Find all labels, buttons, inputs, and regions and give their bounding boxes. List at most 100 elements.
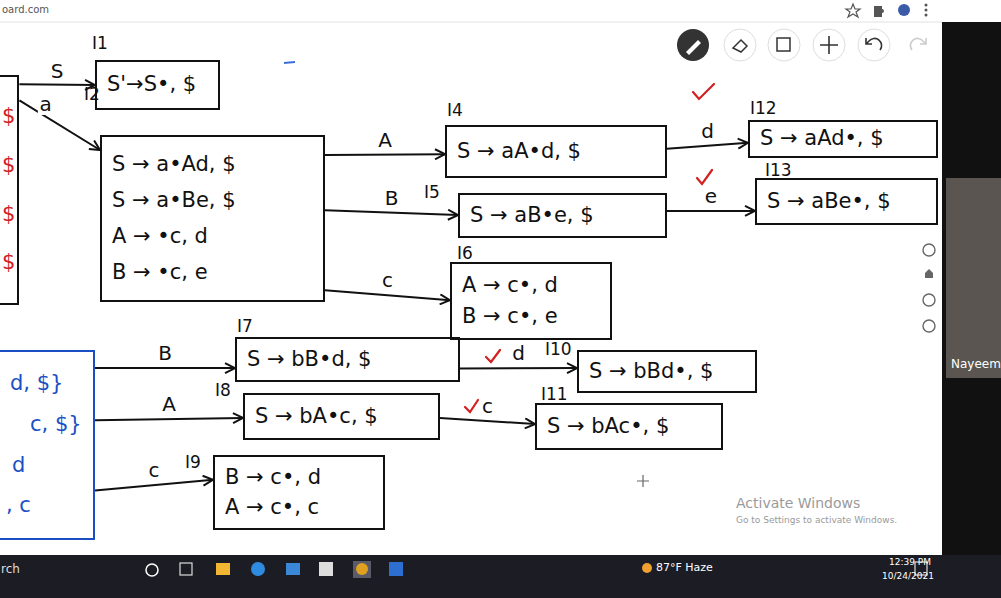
- pen-tool: [677, 29, 709, 61]
- transition-arrow: [95, 418, 243, 420]
- state-number: I2: [84, 85, 100, 104]
- transition-arrow: [325, 153, 445, 156]
- move-tool: [813, 29, 845, 61]
- lr-item: B → c•, e: [462, 304, 600, 329]
- bar-divider: [0, 22, 942, 23]
- lr-item: S → a•Ad, $: [112, 152, 313, 177]
- lr-item: S → bB•d, $: [247, 347, 448, 372]
- transition-symbol: S: [49, 60, 66, 82]
- move-glyph: [820, 36, 838, 54]
- transition-symbol: e: [703, 185, 719, 207]
- state-box: I9B → c•, dA → c•, c: [213, 455, 385, 530]
- check-mark: [693, 84, 714, 99]
- state-box: I5S → aB•e, $: [458, 193, 667, 238]
- state-number: I1: [92, 34, 108, 53]
- state-number: I9: [185, 453, 201, 472]
- active-app-bg: [353, 561, 371, 578]
- redo-glyph: [910, 38, 926, 50]
- lr-item: A → •c, d: [112, 224, 313, 249]
- zoom-controls: [923, 244, 935, 332]
- state-number: I10: [545, 340, 572, 359]
- taskbar: [0, 555, 1001, 598]
- edge-icon: [251, 562, 265, 576]
- lr-item: A → c•, d: [462, 273, 600, 298]
- lr-item: S → aAd•, $: [760, 126, 926, 151]
- start-search-icon: [146, 564, 158, 576]
- lr-item: $: [0, 250, 15, 275]
- state-number: I6: [457, 244, 473, 263]
- transition-symbol: d: [699, 120, 716, 142]
- home-icon: [925, 269, 933, 278]
- transition-symbol: B: [156, 342, 174, 364]
- transition-symbol: A: [160, 393, 178, 415]
- transition-arrow: [440, 418, 535, 424]
- transition-symbol: d: [510, 342, 527, 364]
- state-box: I11S → bAc•, $: [535, 403, 723, 450]
- video-thumbnail: [946, 178, 1001, 378]
- lr-item: S → bA•c, $: [255, 404, 428, 429]
- state-box: I13S → aBe•, $: [755, 178, 938, 225]
- weather-text: 87°F Haze: [656, 562, 713, 575]
- clock-time: 12:39 PM: [889, 557, 931, 567]
- browser-bar: [0, 0, 1001, 22]
- chrome-icon: [356, 563, 368, 575]
- undo-tool: [858, 29, 890, 61]
- menu-dot: [925, 4, 928, 7]
- star-icon: [846, 4, 860, 17]
- lr-item: B → c•, d: [225, 465, 373, 490]
- transition-arrow: [667, 210, 755, 212]
- lr-item: S → aA•d, $: [457, 139, 655, 164]
- state-number: I13: [765, 161, 792, 180]
- lr-item: B → •c, e: [112, 260, 313, 285]
- avatar-icon: [898, 4, 910, 16]
- pen-stroke: [284, 62, 295, 63]
- transition-symbol: A: [376, 129, 394, 151]
- participant-name: Nayeem: [951, 358, 1001, 372]
- transition-arrow: [325, 210, 458, 215]
- lr-item: $: [0, 202, 15, 227]
- state-number: I4: [447, 101, 463, 120]
- weather-icon: [642, 563, 652, 573]
- extension-icon: [874, 6, 884, 17]
- eraser-tool: [724, 29, 756, 61]
- zoom-out-icon: [923, 320, 935, 332]
- watermark: Activate Windows: [736, 495, 860, 511]
- transition-arrow: [95, 367, 235, 369]
- lr-item: $: [0, 104, 15, 129]
- menu-dot: [925, 14, 928, 17]
- state-box: I6A → c•, dB → c•, e: [450, 262, 612, 340]
- state-number: I8: [215, 381, 231, 400]
- transition-arrow: [19, 83, 95, 86]
- mail-icon: [286, 563, 300, 575]
- transition-arrow: [460, 367, 577, 369]
- url-text: oard.com: [2, 4, 49, 16]
- state-box: I10S → bBd•, $: [577, 350, 757, 393]
- side-panel: [942, 22, 1001, 555]
- select-tool: [768, 29, 800, 61]
- search-text: rch: [1, 563, 20, 577]
- lr-item: S → aB•e, $: [470, 203, 655, 228]
- pen-glyph: [686, 40, 701, 55]
- fit-icon: [923, 294, 935, 306]
- clock-date: 10/24/2021: [882, 571, 934, 581]
- state-box: I2S → a•Ad, $S → a•Be, $A → •c, dB → •c,…: [100, 135, 325, 302]
- cursor-cross: [637, 475, 649, 487]
- lr-item: c, $}: [0, 412, 89, 437]
- menu-dot: [925, 9, 928, 12]
- transition-arrow: [325, 290, 450, 300]
- state-box: I8S → bA•c, $: [243, 393, 440, 440]
- lr-item: S → aBe•, $: [767, 189, 926, 214]
- state-number: I5: [424, 183, 440, 202]
- lr-item: S → bAc•, $: [547, 414, 711, 439]
- state-box: I12S → aAd•, $: [748, 120, 938, 158]
- lr-item: , c: [0, 493, 89, 518]
- select-glyph: [777, 38, 790, 51]
- transition-symbol: c: [480, 395, 495, 417]
- lr-item: d: [0, 453, 89, 478]
- lr-item: d, $}: [0, 371, 89, 396]
- task-view-icon: [180, 563, 192, 575]
- lr-item: S → a•Be, $: [112, 188, 313, 213]
- state-box: I1S'→S•, $: [95, 60, 220, 110]
- check-mark: [465, 400, 478, 412]
